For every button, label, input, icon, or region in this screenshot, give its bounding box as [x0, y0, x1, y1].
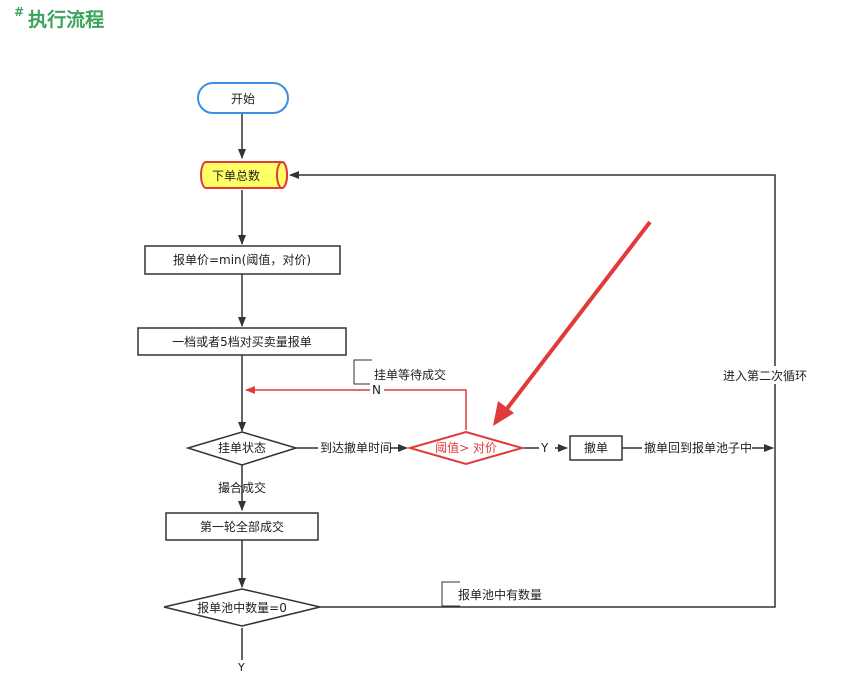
label-n: N	[372, 383, 381, 397]
node-cancel	[569, 435, 623, 461]
label-bg-return	[642, 440, 752, 456]
label-second-loop: 进入第二次循环	[723, 369, 807, 383]
red-pointer-arrow	[504, 220, 652, 412]
node-pool-zero	[163, 588, 321, 627]
label-return-pool: 撤单回到报单池子中	[644, 440, 752, 455]
label-bg-loop	[720, 366, 810, 384]
node-order-total	[200, 161, 288, 189]
node-price	[144, 245, 341, 275]
label-bg-n	[370, 383, 384, 397]
label-y-cancel: Y	[540, 441, 549, 455]
heading-hash: #	[14, 5, 25, 19]
label-bg-y-bottom	[236, 660, 248, 673]
node-threshold-label: 阈值> 对价	[435, 440, 497, 455]
heading-title: 执行流程	[28, 9, 105, 31]
node-pool-zero-label: 报单池中数量=0	[197, 600, 287, 615]
node-round-fill	[165, 512, 319, 541]
red-pointer-arrowhead	[493, 401, 514, 426]
label-match-fill: 撮合成交	[218, 480, 266, 495]
node-start	[197, 82, 289, 114]
label-reach-time: 到达撤单时间	[320, 440, 392, 455]
node-place-label: 一档或者5档对买卖量报单	[172, 334, 312, 349]
node-price-label: 报单价=min(阈值，对价)	[173, 252, 311, 267]
label-y-bottom: Y	[237, 661, 245, 673]
node-cancel-label: 撤单	[584, 440, 608, 455]
bracket-pool	[441, 581, 460, 607]
bracket-wait	[353, 359, 372, 385]
edge-threshold-no	[245, 386, 467, 430]
node-place	[137, 327, 347, 356]
section-heading: #执行流程	[14, 5, 104, 32]
label-wait-fill: 挂单等待成交	[374, 367, 446, 382]
node-start-label: 开始	[231, 92, 255, 106]
label-pool-has: 报单池中有数量	[458, 587, 542, 602]
label-bg-y	[539, 440, 555, 456]
node-round-fill-label: 第一轮全部成交	[200, 519, 284, 534]
edge-loop-back	[289, 171, 776, 608]
label-bg-reach	[318, 440, 390, 456]
node-threshold	[406, 430, 526, 466]
node-order-status	[185, 431, 299, 466]
node-order-total-label: 下单总数	[212, 168, 260, 183]
node-order-status-label: 挂单状态	[218, 441, 266, 455]
